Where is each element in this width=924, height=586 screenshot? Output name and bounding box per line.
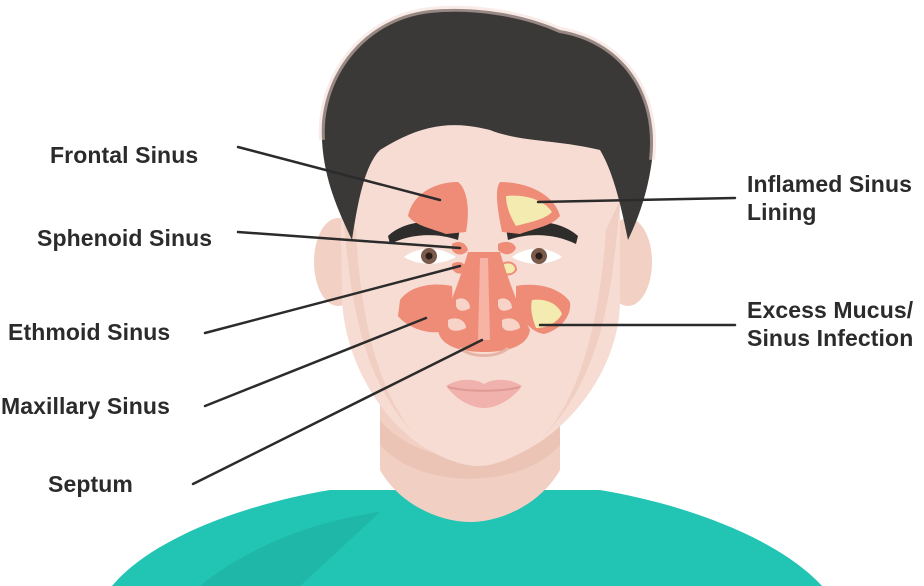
- nasal-turbinate-left: [448, 298, 470, 331]
- leader-line-septum: [191, 338, 484, 486]
- lips: [446, 379, 522, 408]
- neck-shadow: [380, 420, 560, 479]
- face-shadow-right: [540, 200, 620, 440]
- label-septum: Septum: [48, 471, 133, 497]
- label-inflamed-line1: Inflamed Sinus: [747, 171, 912, 197]
- leader-line-inflamed: [536, 196, 737, 204]
- label-excess-mucus: Excess Mucus/ Sinus Infection: [747, 296, 924, 352]
- label-inflamed-sinus-lining: Inflamed Sinus Lining: [747, 170, 924, 226]
- leader-line-maxillary: [203, 316, 428, 408]
- septum: [478, 258, 490, 340]
- sphenoid-sinus-right: [498, 241, 516, 255]
- hair-outline: [318, 5, 656, 161]
- label-ethmoid-sinus: Ethmoid Sinus: [8, 319, 171, 345]
- leader-line-sphenoid: [236, 230, 462, 250]
- label-sphenoid-sinus: Sphenoid Sinus: [37, 225, 213, 251]
- right-pupil: [535, 252, 543, 260]
- nasal-turbinate-right: [498, 298, 520, 331]
- frontal-sinus-right-inflamed: [506, 195, 552, 226]
- lip-line: [447, 386, 521, 392]
- leader-lines: [191, 145, 737, 486]
- label-maxillary-sinus: Maxillary Sinus: [1, 393, 170, 419]
- maxillary-sinus-left: [398, 284, 453, 333]
- leader-line-ethmoid: [203, 264, 462, 335]
- leader-line-frontal: [236, 145, 442, 202]
- label-mucus-line2: Sinus Infection: [747, 325, 914, 351]
- label-frontal-sinus: Frontal Sinus: [50, 142, 199, 168]
- label-mucus-line1: Excess Mucus/: [747, 297, 914, 323]
- shirt-shade: [200, 512, 380, 586]
- maxillary-sinus-right-mucus: [531, 299, 562, 328]
- hair: [321, 8, 654, 241]
- label-inflamed-line2: Lining: [747, 199, 817, 225]
- left-pupil: [425, 252, 433, 260]
